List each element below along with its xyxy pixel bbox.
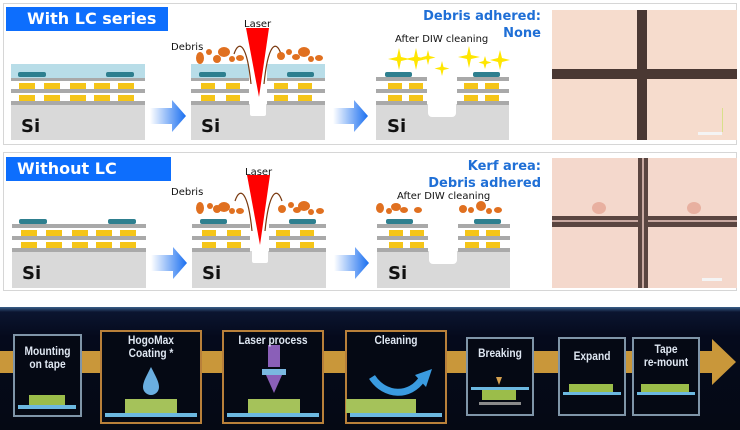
stage-3-wafer [376,201,510,288]
step-box-5 [466,337,534,416]
with-lc-panel: With LC series [3,3,737,145]
si-label-1: Si [21,116,41,137]
result-line-2: Debris adhered [428,176,541,191]
laser-beam [246,28,269,97]
result-line-1: Kerf area: [467,159,541,174]
step-box-7 [632,337,700,416]
step-label-cleaning: Cleaning [374,333,418,347]
without-lc-diagram [12,175,510,288]
stage-3-wafer [376,46,510,140]
result-text: Kerf area: Debris adhered [428,158,541,192]
result-text: Debris adhered: None [423,8,541,42]
laser-label: Laser [245,167,273,178]
step-box-2 [100,330,202,424]
remaining-debris [376,201,502,214]
arrow-2 [333,100,368,132]
arrow-1 [151,247,187,279]
micrograph-debris [552,158,737,288]
laser-beam [247,175,270,245]
debris-particles [196,201,324,215]
result-line-1: Debris adhered: [423,9,541,24]
si-label-3: Si [388,263,408,284]
step-box-4 [345,330,447,424]
si-label-2: Si [201,116,221,137]
step-label-laser: Laser process [238,333,308,347]
sparkle-icons [388,46,510,76]
step-box-6 [558,337,626,416]
si-label-3: Si [387,116,407,137]
flow-arrowhead [712,339,736,385]
debris-label: Debris [171,187,204,198]
step-label-breaking: Breaking [478,346,522,360]
with-lc-title: With LC series [6,7,168,31]
step-box-1 [13,334,82,417]
debris-particles [196,47,323,64]
stage-1-wafer [12,219,146,288]
arrow-2 [334,247,369,279]
si-label-1: Si [22,263,42,284]
si-label-2: Si [202,263,222,284]
result-line-2: None [503,26,541,41]
arrow-1 [150,100,186,132]
stage-2-wafer [192,175,326,288]
micrograph-clean [552,10,737,140]
laser-label: Laser [244,19,272,30]
stage-1-wafer [11,64,145,140]
process-flow-graphic [0,330,736,424]
step-label-expand: Expand [573,349,611,363]
after-cleaning-label: After DIW cleaning [397,191,491,202]
without-lc-panel: Without LC series [3,152,737,291]
debris-label: Debris [171,42,204,53]
stage-2-wafer [191,28,325,140]
without-lc-title: Without LC series [6,157,171,202]
with-lc-diagram [11,28,510,140]
step-box-3 [222,330,324,424]
after-cleaning-label: After DIW cleaning [395,34,489,45]
